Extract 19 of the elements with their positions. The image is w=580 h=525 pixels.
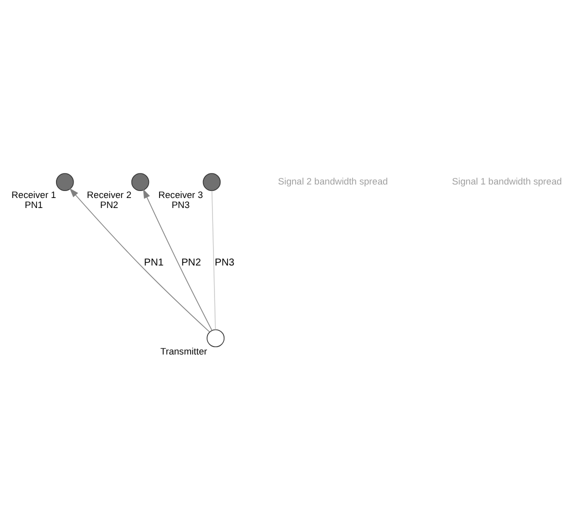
node-label: Receiver 3 [158, 190, 203, 200]
node-label: PN2 [100, 200, 118, 210]
edge-label: PN3 [214, 258, 234, 269]
label: Signal 2 bandwidth spread [278, 176, 388, 186]
node-label: Receiver 2 [86, 190, 132, 200]
node-circle [202, 173, 221, 192]
node-label: Transmitter [160, 346, 208, 356]
edge-label: PN2 [181, 258, 201, 269]
node-circle [56, 173, 74, 192]
edge-label: PN1 [144, 258, 164, 269]
arrow [143, 188, 212, 331]
node-label: PN3 [172, 200, 190, 210]
node-circle [131, 173, 150, 192]
label: Signal 1 bandwidth spread [452, 176, 562, 186]
node-circle [206, 329, 225, 348]
node-label: Receiver 1 [12, 190, 56, 200]
node-label: PN1 [24, 200, 43, 210]
connector [212, 190, 216, 330]
arrow [70, 188, 210, 332]
